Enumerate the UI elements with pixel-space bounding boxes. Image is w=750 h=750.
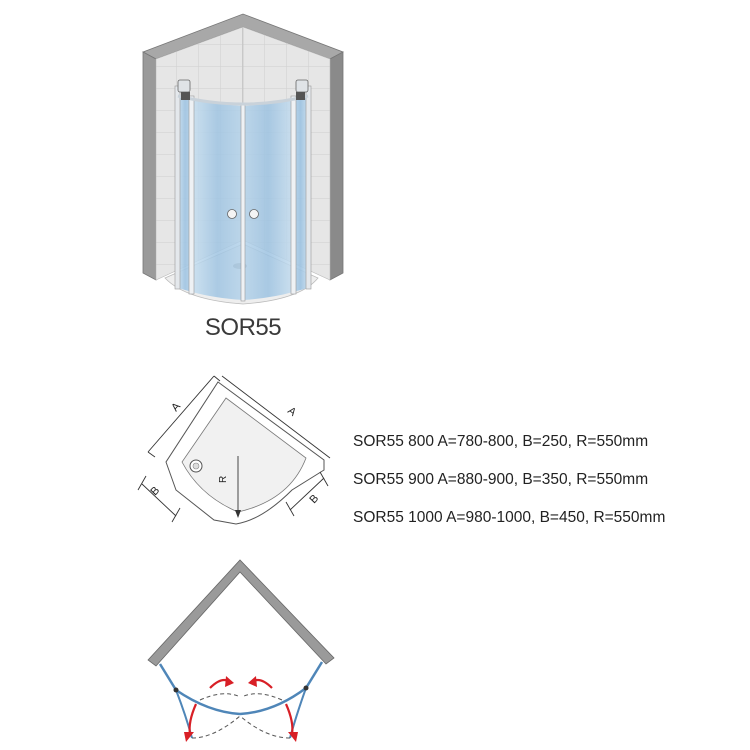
hinge-dot-right-icon: [303, 685, 309, 691]
profile-left-wall: [174, 85, 181, 290]
dim-a-left-tick-1: [147, 451, 156, 458]
glass-door-right: [243, 98, 293, 300]
tray-drain-inner-icon: [192, 462, 200, 470]
spec-line-800: SOR55 800 A=780-800, B=250, R=550mm: [353, 433, 649, 450]
fixed-glass-right: [304, 661, 324, 689]
swing-arrow-left-outward: [188, 703, 198, 735]
dim-a-left-line: [147, 375, 215, 453]
swing-guide-left-outer: [191, 715, 241, 739]
dim-b-right-tick-2: [319, 471, 329, 487]
dim-r-arrow-icon: [235, 510, 241, 518]
fixed-glass-left: [158, 663, 178, 691]
arrow-head-right-out-icon: [288, 732, 298, 742]
dim-b-left-tick-2: [171, 507, 181, 523]
hinge-right-lower-icon: [296, 92, 305, 100]
door-knob-right-icon: [249, 209, 259, 219]
spec-line-900: SOR55 900 A=880-900, B=350, R=550mm: [353, 471, 649, 488]
glass-door-left: [192, 98, 243, 300]
arrow-head-right-in-icon: [248, 676, 257, 687]
glass-fixed-right: [293, 96, 308, 292]
dim-b-right-tick-1: [285, 501, 295, 517]
hinge-left-lower-icon: [181, 92, 190, 100]
spec-line-1000: SOR55 1000 A=980-1000, B=450, R=550mm: [353, 509, 666, 526]
profile-left-door: [188, 95, 195, 295]
hinge-dot-left-icon: [173, 687, 179, 693]
door-knob-left-icon: [227, 209, 237, 219]
door-left-closed: [175, 688, 241, 716]
product-title: SOR55: [204, 314, 282, 341]
profile-right-wall: [305, 85, 312, 290]
swing-guide-right-inner: [243, 693, 283, 701]
dim-b-left-line: [141, 483, 177, 517]
top-rail: [177, 94, 309, 106]
dim-a-right-line: [221, 375, 331, 459]
spec-list: SOR55 800 A=780-800, B=250, R=550mm SOR5…: [353, 432, 665, 546]
swing-guide-left-inner: [199, 693, 239, 701]
dim-b-left-tick-1: [137, 475, 147, 491]
glass-fixed-left: [178, 96, 192, 292]
profile-right-door: [290, 95, 297, 295]
dim-b-right-line: [289, 477, 325, 511]
arrow-head-left-out-icon: [184, 732, 194, 742]
swing-guide-right-outer: [239, 715, 291, 739]
arrow-head-left-in-icon: [225, 676, 234, 687]
swing-arrow-right-outward: [284, 703, 294, 735]
dim-a-left-tick-2: [213, 375, 221, 382]
wall-corner-band: [147, 559, 335, 667]
door-right-closed: [239, 686, 307, 716]
dim-r-label: R: [218, 476, 229, 483]
